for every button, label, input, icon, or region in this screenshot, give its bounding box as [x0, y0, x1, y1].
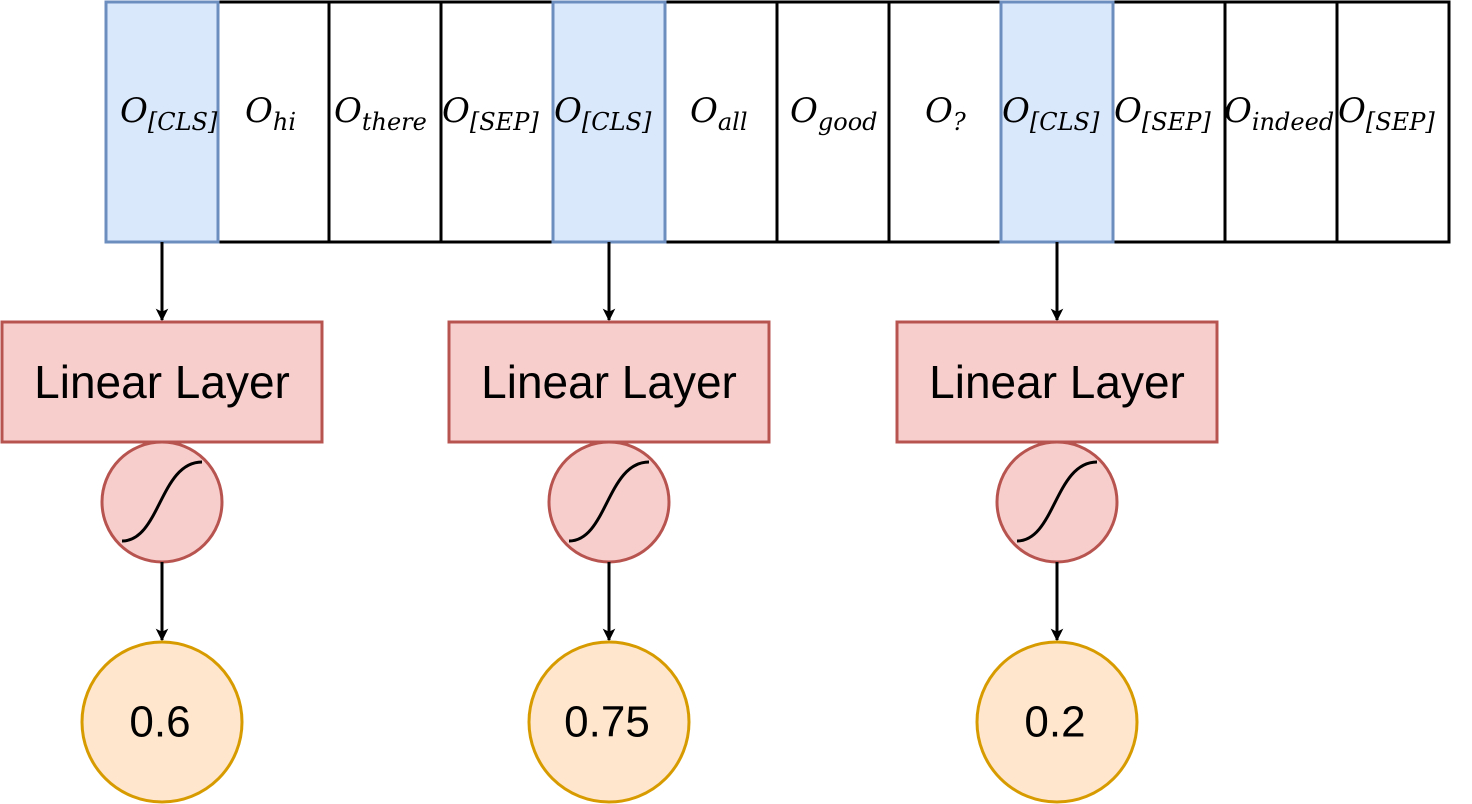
token-cell-cls-1: O[CLS] [104, 0, 220, 244]
classifier-head-3: Linear Layer 0.2 [895, 242, 1219, 804]
token-cell-box [216, 0, 331, 244]
token-label: O[CLS] [554, 91, 652, 136]
classifier-head-1: Linear Layer 0.6 [0, 242, 324, 804]
token-cell-good: Ogood [775, 0, 891, 244]
token-cell-box [775, 0, 891, 244]
token-label: Othere [334, 91, 427, 136]
token-cell-box [887, 0, 1003, 244]
score-value: 0.75 [564, 698, 650, 747]
token-cell-box [663, 0, 779, 244]
score-value: 0.6 [129, 698, 190, 747]
token-cell-sep-2: O[SEP] [1111, 0, 1227, 244]
token-cell-all: Oall [663, 0, 779, 244]
token-cell-question: O? [887, 0, 1003, 244]
sigmoid-icon [100, 440, 224, 564]
classifier-head-2: Linear Layer 0.75 [447, 242, 771, 804]
token-cell-box [1335, 0, 1451, 244]
token-label: O[CLS] [1002, 91, 1100, 136]
token-cell-box [104, 0, 220, 244]
token-cell-box [551, 0, 667, 244]
token-label: Oall [690, 91, 748, 136]
token-cell-box [1111, 0, 1227, 244]
token-cell-sep-1: O[SEP] [439, 0, 555, 244]
linear-layer-label: Linear Layer [34, 356, 290, 408]
score-node [80, 640, 244, 804]
score-value: 0.2 [1024, 698, 1085, 747]
token-label: O? [925, 91, 966, 136]
token-cell-sep-3: O[SEP] [1335, 0, 1451, 244]
token-label: Ogood [790, 91, 878, 136]
linear-layer-label: Linear Layer [929, 356, 1185, 408]
linear-layer-box [0, 320, 324, 444]
token-cell-cls-2: O[CLS] [551, 0, 667, 244]
token-label: O[SEP] [1338, 91, 1435, 136]
token-cell-there: Othere [327, 0, 443, 244]
token-cell-hi: Ohi [216, 0, 331, 244]
sigmoid-icon [995, 440, 1119, 564]
token-label: Ohi [245, 91, 296, 136]
score-node [975, 640, 1139, 804]
token-label: O[CLS] [120, 91, 218, 136]
token-cell-indeed: Oindeed [1223, 0, 1339, 244]
token-label: O[SEP] [1114, 91, 1211, 136]
linear-layer-label: Linear Layer [481, 356, 737, 408]
token-cell-box [1223, 0, 1339, 244]
linear-layer-box [447, 320, 771, 444]
score-node [527, 640, 691, 804]
sigmoid-icon [547, 440, 671, 564]
token-label: O[SEP] [442, 91, 539, 136]
token-label: Oindeed [1224, 91, 1334, 136]
token-cell-cls-3: O[CLS] [999, 0, 1115, 244]
token-output-sequence: Ohi Othere O[SEP] Oall Ogood [104, 0, 1451, 244]
